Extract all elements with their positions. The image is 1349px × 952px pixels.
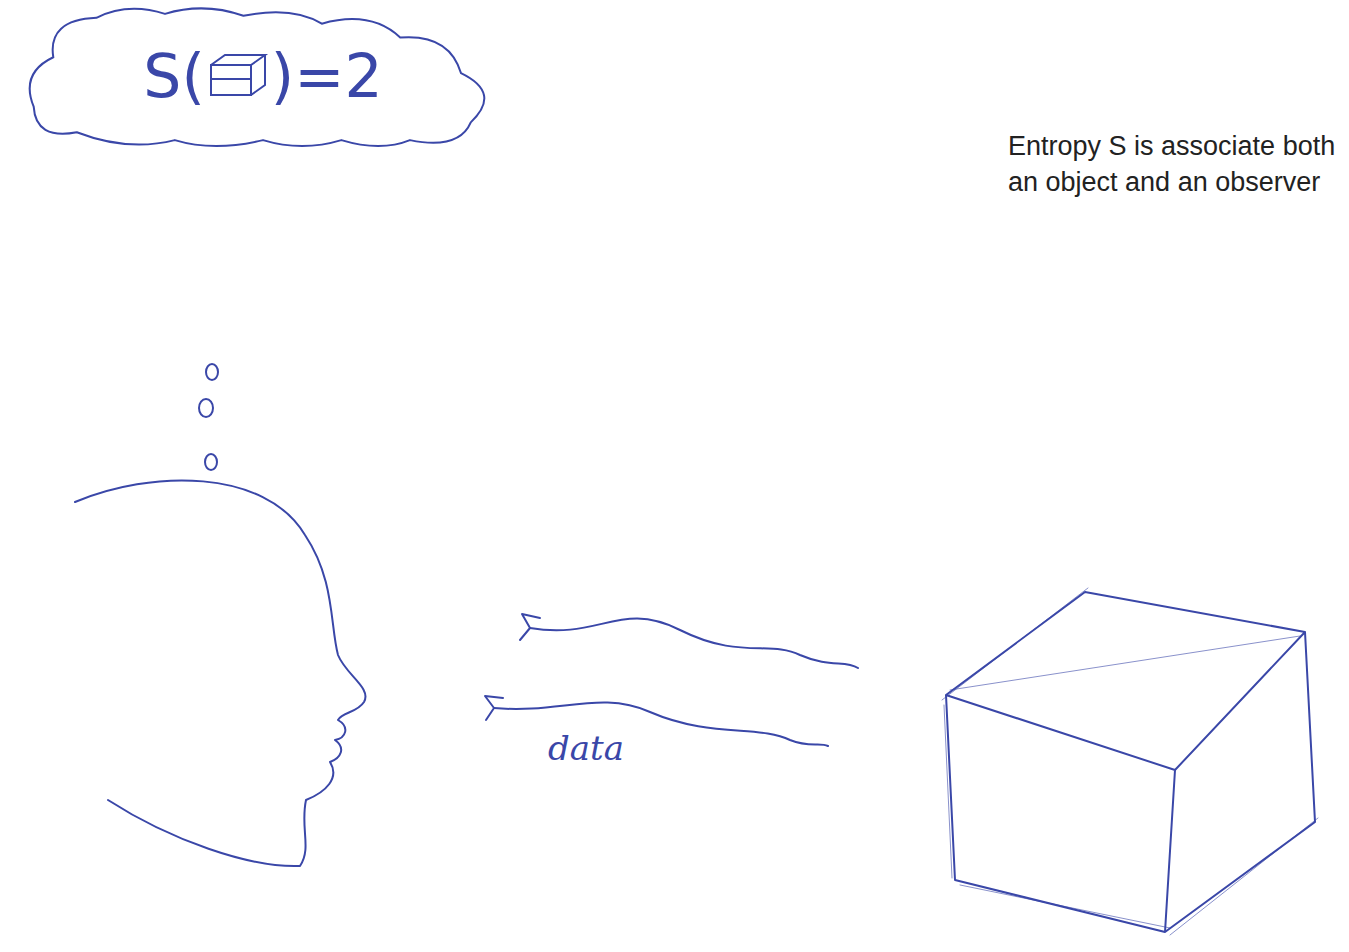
arrow-head (485, 696, 503, 720)
thought-cloud: S( )=2 (18, 2, 508, 150)
cube-sketch-lines (942, 588, 1318, 935)
formula-text: )=2 (271, 41, 383, 111)
data-wave (494, 703, 828, 746)
thought-dot (205, 454, 217, 470)
arrow-head (520, 614, 540, 640)
head-profile (75, 480, 366, 866)
data-label: data (548, 728, 624, 768)
note-text: Entropy S is associate both an object an… (1008, 128, 1338, 200)
cube (946, 592, 1315, 932)
data-wave (530, 619, 858, 668)
formula-text: S( (143, 41, 205, 111)
thought-dot (199, 399, 213, 417)
thought-dot (206, 364, 218, 380)
cloud-outline (18, 2, 508, 150)
box-icon (207, 51, 269, 101)
